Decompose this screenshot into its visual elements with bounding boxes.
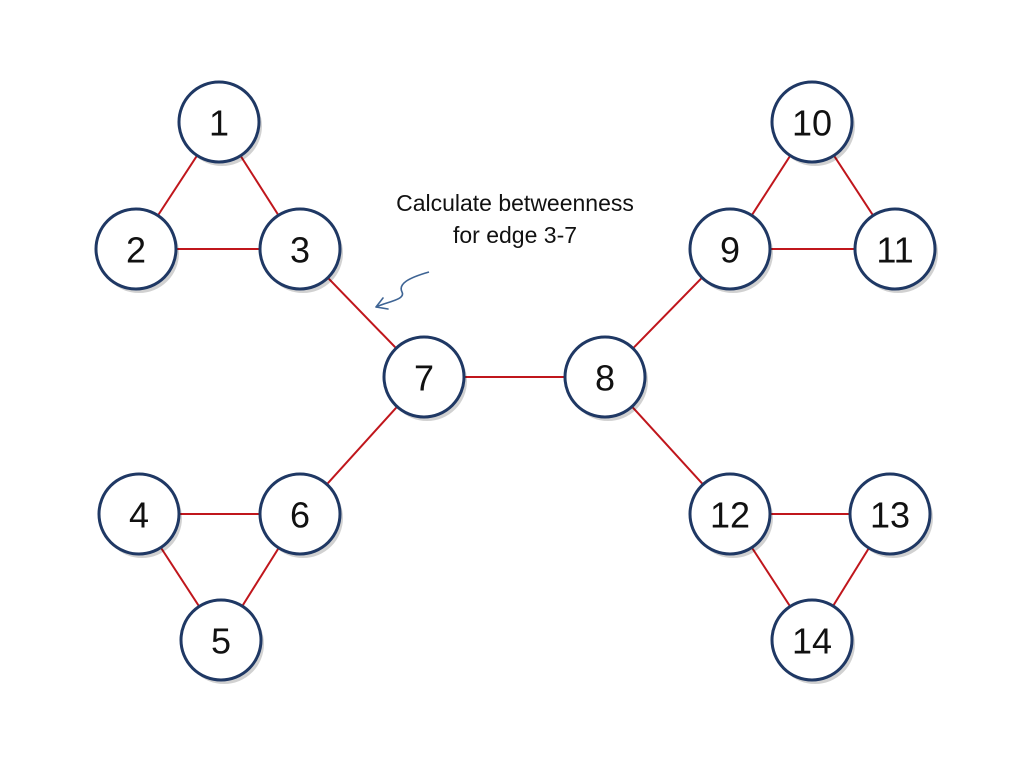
node-6: 6 bbox=[258, 472, 343, 558]
annotation-line-2: for edge 3-7 bbox=[453, 222, 577, 248]
node-label: 9 bbox=[720, 230, 740, 271]
node-circle bbox=[770, 80, 854, 164]
node-1: 1 bbox=[177, 80, 262, 166]
node-circle bbox=[688, 207, 772, 291]
node-label: 13 bbox=[870, 495, 910, 536]
node-circle bbox=[688, 472, 772, 556]
node-label: 5 bbox=[211, 621, 231, 662]
node-14: 14 bbox=[770, 598, 855, 684]
node-label: 11 bbox=[876, 230, 913, 271]
node-circle bbox=[848, 472, 932, 556]
node-circle bbox=[258, 472, 342, 556]
node-4: 4 bbox=[97, 472, 182, 558]
node-circle bbox=[382, 335, 466, 419]
annotation: Calculate betweenness for edge 3-7 bbox=[375, 190, 634, 310]
node-circle bbox=[853, 207, 937, 291]
node-label: 14 bbox=[792, 621, 832, 662]
node-circle bbox=[97, 472, 181, 556]
node-label: 12 bbox=[710, 495, 750, 536]
node-10: 10 bbox=[770, 80, 855, 166]
node-label: 2 bbox=[126, 230, 146, 271]
node-circle bbox=[179, 598, 263, 682]
node-circle bbox=[563, 335, 647, 419]
node-circle bbox=[177, 80, 261, 164]
node-3: 3 bbox=[258, 207, 343, 293]
node-label: 4 bbox=[129, 495, 149, 536]
node-label: 3 bbox=[290, 230, 310, 271]
node-13: 13 bbox=[848, 472, 933, 558]
node-circle bbox=[94, 207, 178, 291]
node-7: 7 bbox=[382, 335, 467, 421]
node-12: 12 bbox=[688, 472, 773, 558]
node-9: 9 bbox=[688, 207, 773, 293]
squiggle-arrow-icon bbox=[375, 271, 430, 310]
node-label: 6 bbox=[290, 495, 310, 536]
node-label: 8 bbox=[595, 358, 615, 399]
node-label: 10 bbox=[792, 103, 832, 144]
node-2: 2 bbox=[94, 207, 179, 293]
annotation-line-1: Calculate betweenness bbox=[396, 190, 634, 216]
node-circle bbox=[770, 598, 854, 682]
node-circle bbox=[258, 207, 342, 291]
node-label: 1 bbox=[209, 103, 229, 144]
node-8: 8 bbox=[563, 335, 648, 421]
node-label: 7 bbox=[414, 358, 434, 399]
node-5: 5 bbox=[179, 598, 264, 684]
node-11: 11 bbox=[853, 207, 938, 293]
